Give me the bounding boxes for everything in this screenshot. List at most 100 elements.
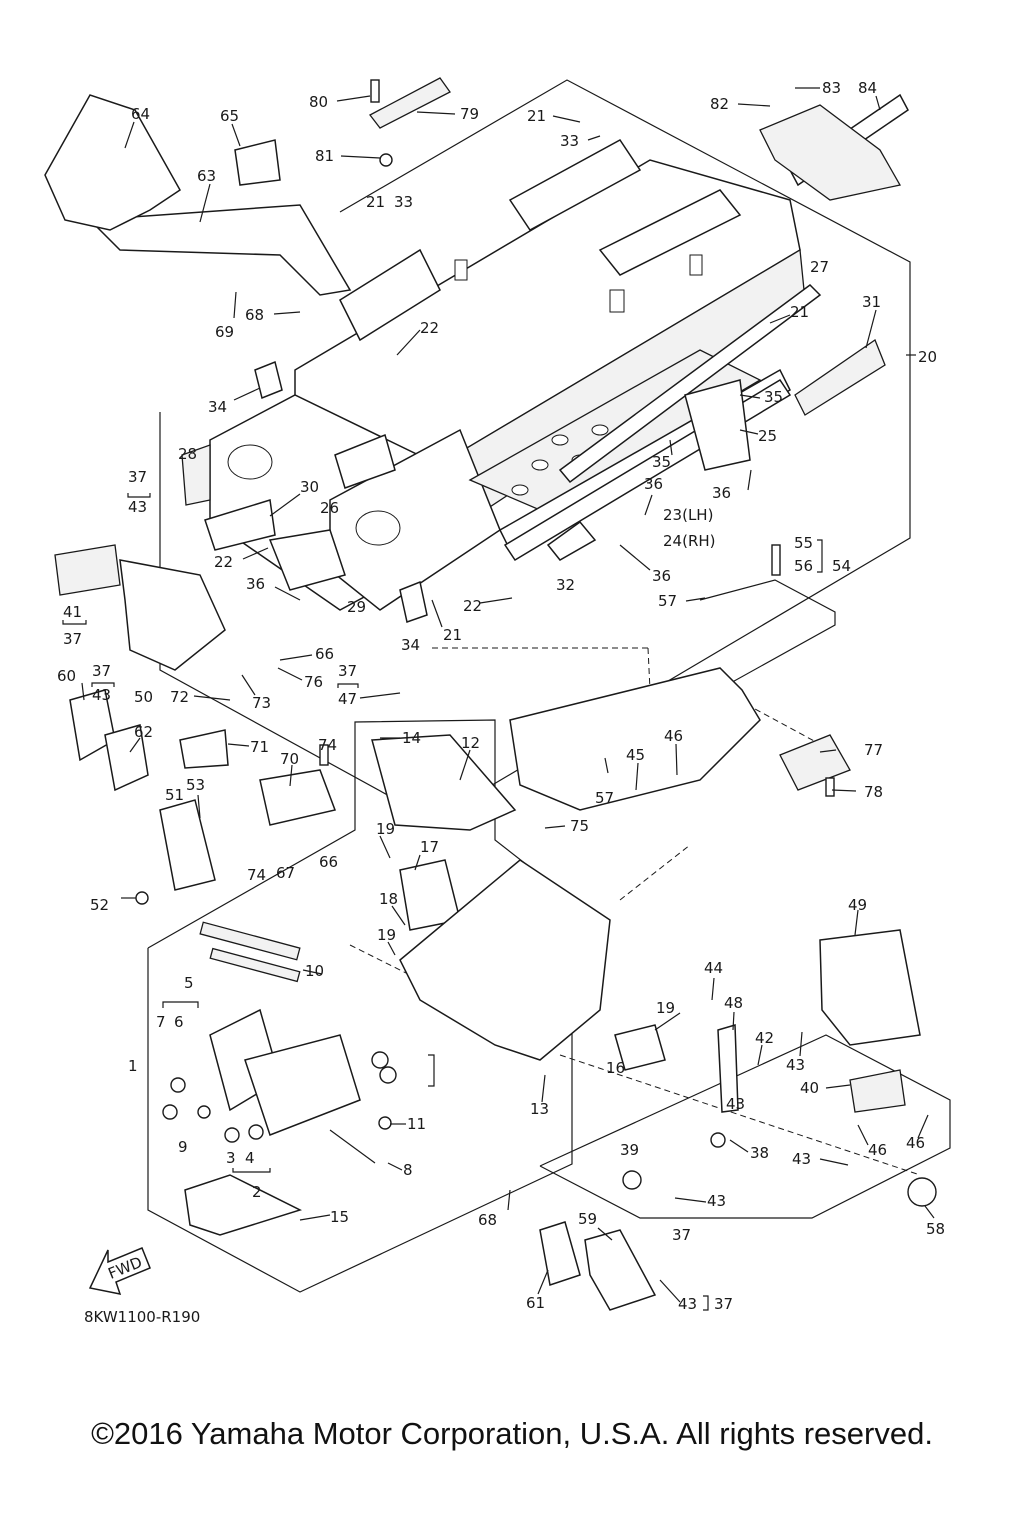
cover-59 [584,1229,657,1311]
callout-57: 57 [595,789,614,807]
bracket-82 [759,104,902,201]
callout-54: 54 [832,557,851,575]
callout-38: 38 [750,1144,769,1162]
callout-33: 33 [394,193,413,211]
callout-34: 34 [208,398,227,416]
frame-group-outline [159,79,911,821]
callout-25: 25 [758,427,777,445]
callout-6: 6 [174,1013,184,1031]
callout-64: 64 [131,105,150,123]
bracket-65 [234,139,281,186]
callout-56: 56 [794,557,813,575]
callout-37: 37 [338,662,357,680]
bracket-48 [717,1024,739,1113]
callout-71: 71 [250,738,269,756]
bracket-23 [684,379,751,471]
callout-52: 52 [90,896,109,914]
diagram-code: 8KW1100-R190 [84,1308,201,1326]
copyright-notice: ©2016 Yamaha Motor Corporation, U.S.A. A… [91,1416,933,1451]
callout-66: 66 [315,645,334,663]
callout-36: 36 [246,575,265,593]
callout-84: 84 [858,79,877,97]
bracket-70 [259,769,337,826]
callout-19: 19 [377,926,396,944]
callout-62: 62 [134,723,153,741]
callout-28: 28 [178,445,197,463]
mount-2 [244,1034,361,1136]
callout-22: 22 [420,319,439,337]
rail-27 [558,284,822,484]
callout-23-lh: 23(LH) [663,506,713,524]
front-piece-64 [44,94,181,231]
callout-36: 36 [712,484,731,502]
callout-53: 53 [186,776,205,794]
bracket-28 [181,444,211,506]
fwd-arrow-icon: FWD [88,1247,151,1295]
callout-9: 9 [178,1138,188,1156]
callout-36: 36 [644,475,663,493]
callout-55: 55 [794,534,813,552]
callout-68: 68 [478,1211,497,1229]
callout-7: 7 [156,1013,166,1031]
rear-rail-54 [699,579,836,701]
callout-37: 37 [714,1295,733,1313]
callout-67: 67 [276,864,295,882]
plate-34-lower [399,580,428,623]
callout-37: 37 [672,1226,691,1244]
callout-22: 22 [463,597,482,615]
plate-12 [371,734,517,831]
callout-4: 4 [245,1149,255,1167]
callouts: 80 79 81 21 33 21 33 82 83 84 64 65 63 6… [57,79,945,1313]
callout-82: 82 [710,95,729,113]
callout-10: 10 [305,962,324,980]
callout-46: 46 [906,1134,925,1152]
callout-83: 83 [822,79,841,97]
callout-8: 8 [403,1161,413,1179]
callout-12: 12 [461,734,480,752]
callout-78: 78 [864,783,883,801]
plate-40 [849,1069,906,1113]
plate-79 [369,77,451,129]
callout-33: 33 [560,132,579,150]
callout-73: 73 [252,694,271,712]
callout-72: 72 [170,688,189,706]
callout-66: 66 [319,853,338,871]
callout-44: 44 [704,959,723,977]
callout-60: 60 [57,667,76,685]
callout-19: 19 [656,999,675,1017]
callout-63: 63 [197,167,216,185]
callout-46: 46 [664,727,683,745]
callout-41: 41 [63,603,82,621]
plate-30 [204,499,276,551]
block-50 [119,559,226,671]
exploded-frame-diagram: FWD [44,77,951,1313]
callout-42: 42 [755,1029,774,1047]
callout-43: 43 [786,1056,805,1074]
callout-21: 21 [443,626,462,644]
callout-1: 1 [128,1057,138,1075]
callout-29: 29 [347,598,366,616]
guard-15 [184,1174,302,1236]
bearing-58 [907,1177,937,1207]
callout-37: 37 [92,662,111,680]
callout-57: 57 [658,592,677,610]
callout-20: 20 [918,348,937,366]
bracket-16 [614,1024,666,1071]
plate-34-upper [254,360,283,400]
callout-48: 48 [724,994,743,1012]
callout-26: 26 [320,499,339,517]
chassis-center [399,859,611,1061]
callout-21: 21 [790,303,809,321]
callout-65: 65 [220,107,239,125]
callout-39: 39 [620,1141,639,1159]
callout-68: 68 [245,306,264,324]
callout-16: 16 [606,1059,625,1077]
block-49 [819,929,921,1046]
callout-21: 21 [527,107,546,125]
callout-43: 43 [128,498,147,516]
callout-43: 43 [726,1095,745,1113]
callout-69: 69 [215,323,234,341]
bracket-77 [779,734,851,791]
callout-15: 15 [330,1208,349,1226]
callout-46: 46 [868,1141,887,1159]
